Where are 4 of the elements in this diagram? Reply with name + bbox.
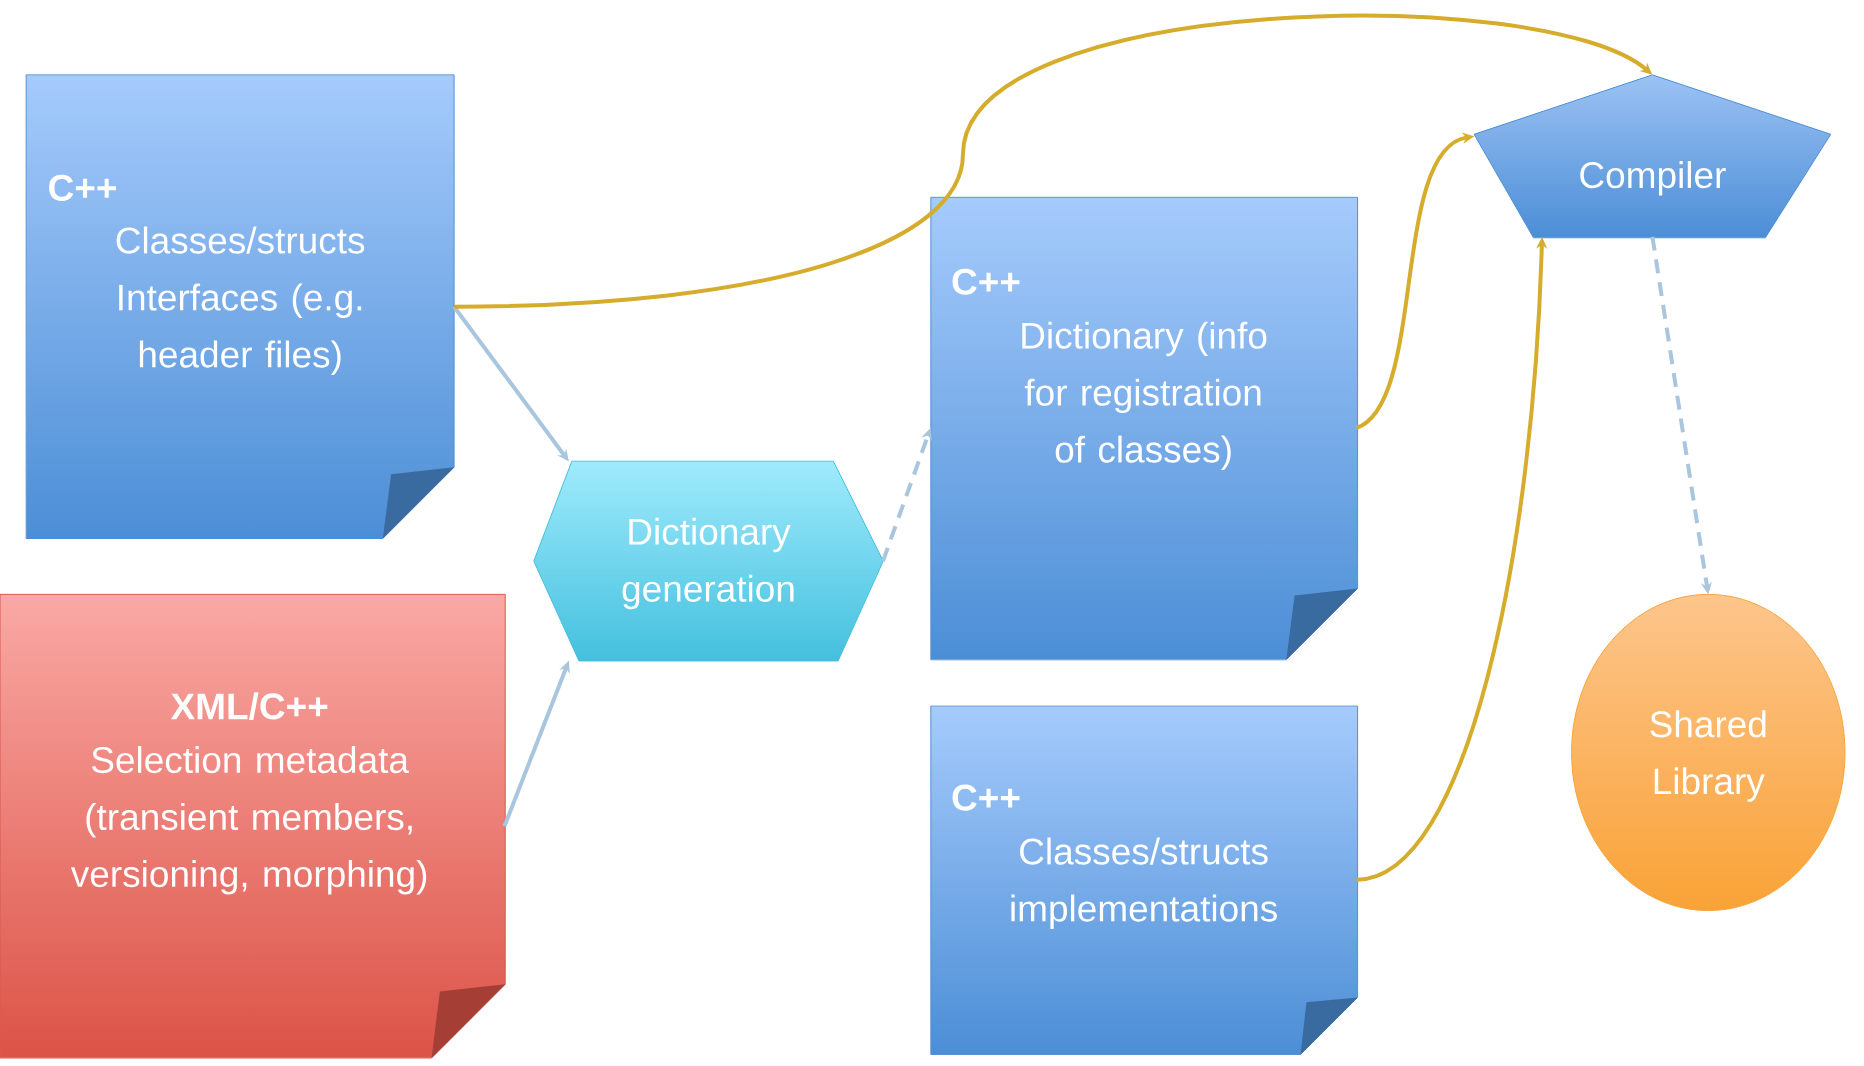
- document-box: C++ Classes/structs implementations: [930, 705, 1359, 1055]
- document-box: XML/C++ Selection metadata (transient members, versioning, morphing): [0, 593, 506, 1059]
- document-box: C++ Classes/structs Interfaces (e.g. header files): [25, 74, 455, 539]
- document-box: C++ Dictionary (info for registration of classes): [930, 196, 1359, 661]
